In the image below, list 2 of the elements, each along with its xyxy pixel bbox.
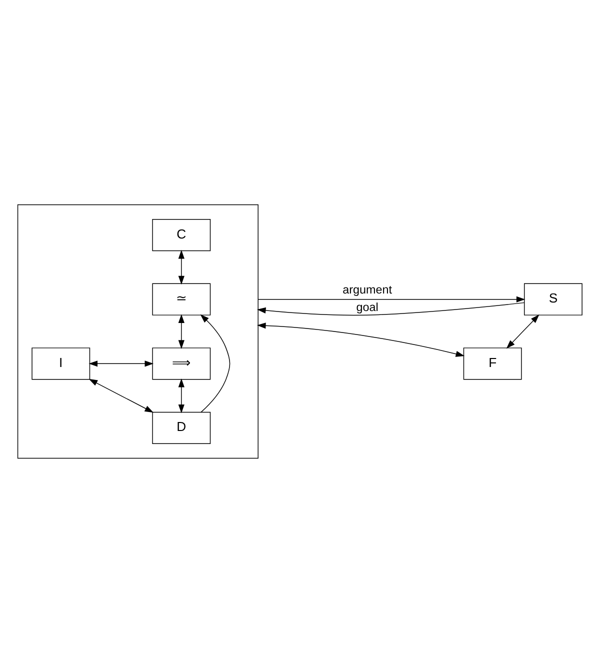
edge-label: argument	[342, 282, 392, 296]
edge-label: goal	[356, 300, 378, 314]
